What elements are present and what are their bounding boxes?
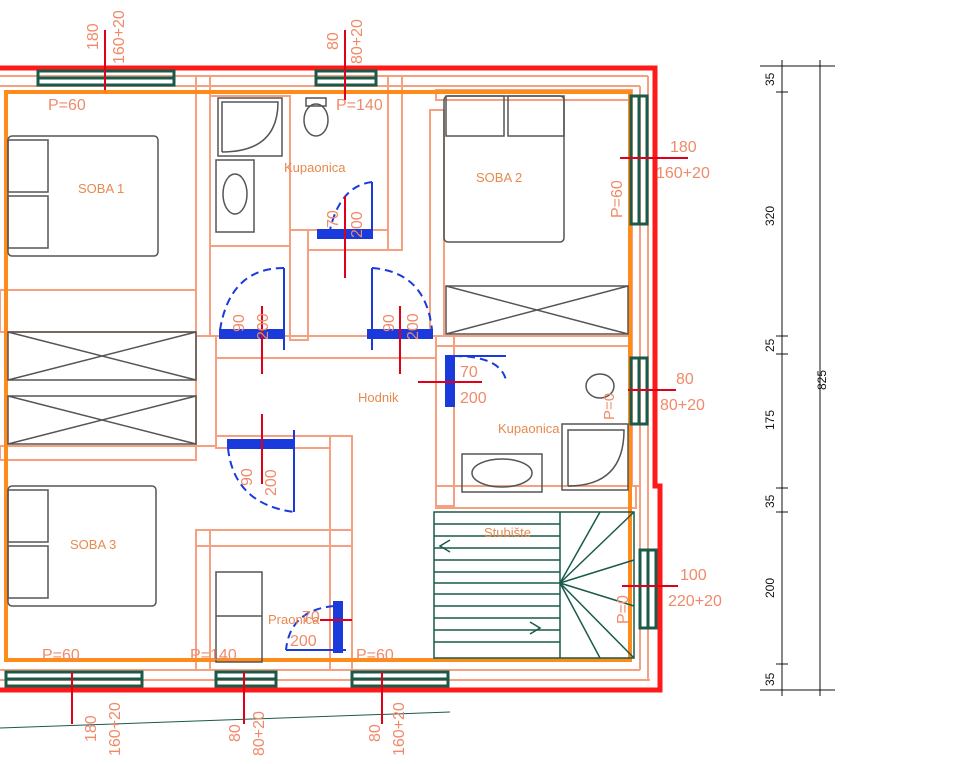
door-soba1 [219, 267, 285, 350]
door-dim: 200 [290, 633, 317, 650]
window-dim: 160+20 [111, 10, 128, 64]
window-dim: 80 [367, 724, 384, 742]
door-dim: 200 [349, 211, 366, 238]
sill-label: P=0 [601, 393, 618, 420]
sill-label: P=140 [190, 647, 237, 664]
room-labels: SOBA 1 SOBA 2 SOBA 3 Kupaonica Kupaonica… [70, 160, 560, 627]
window-dim: 160+20 [107, 702, 124, 756]
window-dim: 180 [85, 23, 102, 50]
window-dimension-labels: 180 160+20 80 80+20 180 160+20 80 80+20 … [83, 10, 722, 756]
vertical-dimension-labels: 35 320 25 175 35 200 35 825 [763, 72, 829, 686]
dim-total: 825 [815, 370, 829, 390]
sill-labels: P=60 P=140 P=60 P=60 P=140 P=60 P=0 P=0 [42, 97, 632, 664]
window-dim: 80 [676, 371, 694, 388]
window-dim: 100 [680, 567, 707, 584]
dim-segment: 175 [763, 410, 777, 430]
window-dim: 80+20 [349, 19, 366, 64]
dim-segment: 200 [763, 578, 777, 598]
sill-label: P=0 [615, 595, 632, 624]
room-label-soba2: SOBA 2 [476, 170, 522, 185]
window-dim: 180 [83, 715, 100, 742]
door-dim: 70 [460, 364, 478, 381]
room-label-soba1: SOBA 1 [78, 181, 124, 196]
window-dim: 80 [325, 32, 342, 50]
sill-label: P=60 [48, 97, 86, 114]
door-dim: 70 [325, 210, 342, 228]
site-line [0, 711, 451, 729]
door-dim: 200 [405, 313, 422, 340]
door-dim: 200 [460, 390, 487, 407]
window-dim: 220+20 [668, 593, 722, 610]
door-dim: 200 [263, 469, 280, 496]
door-dimension-labels: 70 200 90 200 90 200 70 200 90 200 70 20… [231, 210, 487, 650]
door-dim: 90 [239, 468, 256, 486]
sill-label: P=140 [336, 97, 383, 114]
room-label-kupaonica-right: Kupaonica [498, 421, 560, 436]
dim-segment: 320 [763, 206, 777, 226]
door-soba3 [227, 430, 295, 513]
dim-segment: 35 [763, 494, 777, 508]
dim-segment: 35 [763, 72, 777, 86]
inner-outline [4, 90, 632, 662]
room-label-soba3: SOBA 3 [70, 537, 116, 552]
window-dim: 80+20 [251, 711, 268, 756]
room-label-kupaonica-top: Kupaonica [284, 160, 346, 175]
outer-wall [0, 65, 663, 693]
window-dim: 80+20 [660, 397, 705, 414]
window-dim: 80 [227, 724, 244, 742]
window-dim: 160+20 [391, 702, 408, 756]
door-praonica [285, 601, 346, 653]
staircase [433, 511, 635, 659]
sill-label: P=60 [356, 647, 394, 664]
window-dim: 160+20 [656, 165, 710, 182]
dim-segment: 35 [763, 672, 777, 686]
furniture [7, 95, 629, 663]
room-label-hodnik: Hodnik [358, 390, 399, 405]
room-label-stubiste: Stubište [484, 525, 531, 540]
door-dim: 70 [302, 609, 320, 626]
door-dim: 90 [231, 314, 248, 332]
door-dim: 90 [381, 314, 398, 332]
door-dim: 200 [255, 313, 272, 340]
dim-segment: 25 [763, 338, 777, 352]
room-label-praonica: Praonica [268, 612, 320, 627]
vertical-dimension-chain [760, 60, 835, 696]
sill-label: P=60 [42, 647, 80, 664]
red-dimension-lines [71, 30, 688, 724]
sill-label: P=60 [609, 180, 626, 218]
window-dim: 180 [670, 139, 697, 156]
